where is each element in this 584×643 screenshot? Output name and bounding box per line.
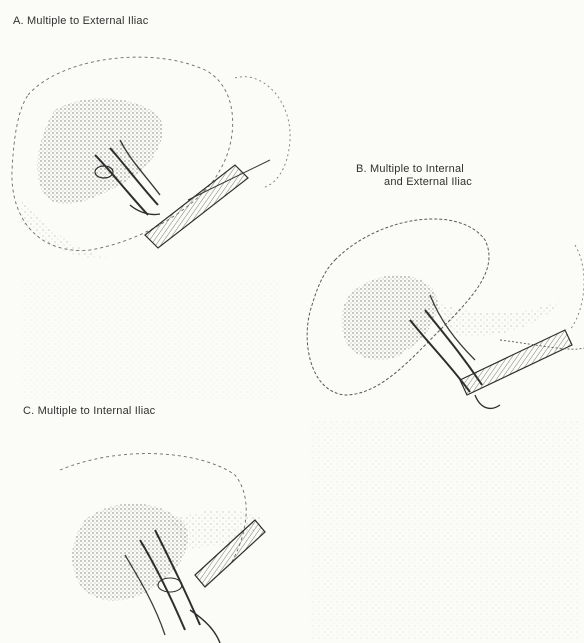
panel-b-tissue-shading [342,275,438,360]
panel-b-caption-line-2: and External Iliac [356,176,472,189]
panel-a-caption: A. Multiple to External Iliac [13,15,148,28]
panel-a-iliac-vessel [145,165,248,248]
panel-a-bladder-outline [235,77,290,188]
panel-c-illustration [60,454,268,643]
panel-c-tissue-shading [72,504,187,601]
panel-b-iliac-vessel [460,330,572,395]
panel-b-illustration [307,219,584,408]
panel-b-caption: B. Multiple to Internal and External Ili… [356,163,472,189]
panel-c-caption: C. Multiple to Internal Iliac [23,405,155,418]
panel-a-illustration [12,57,290,258]
panel-b-caption-line-1: B. Multiple to Internal [356,163,472,176]
background-texture [310,420,580,640]
panel-b-bladder-outline [570,245,584,330]
